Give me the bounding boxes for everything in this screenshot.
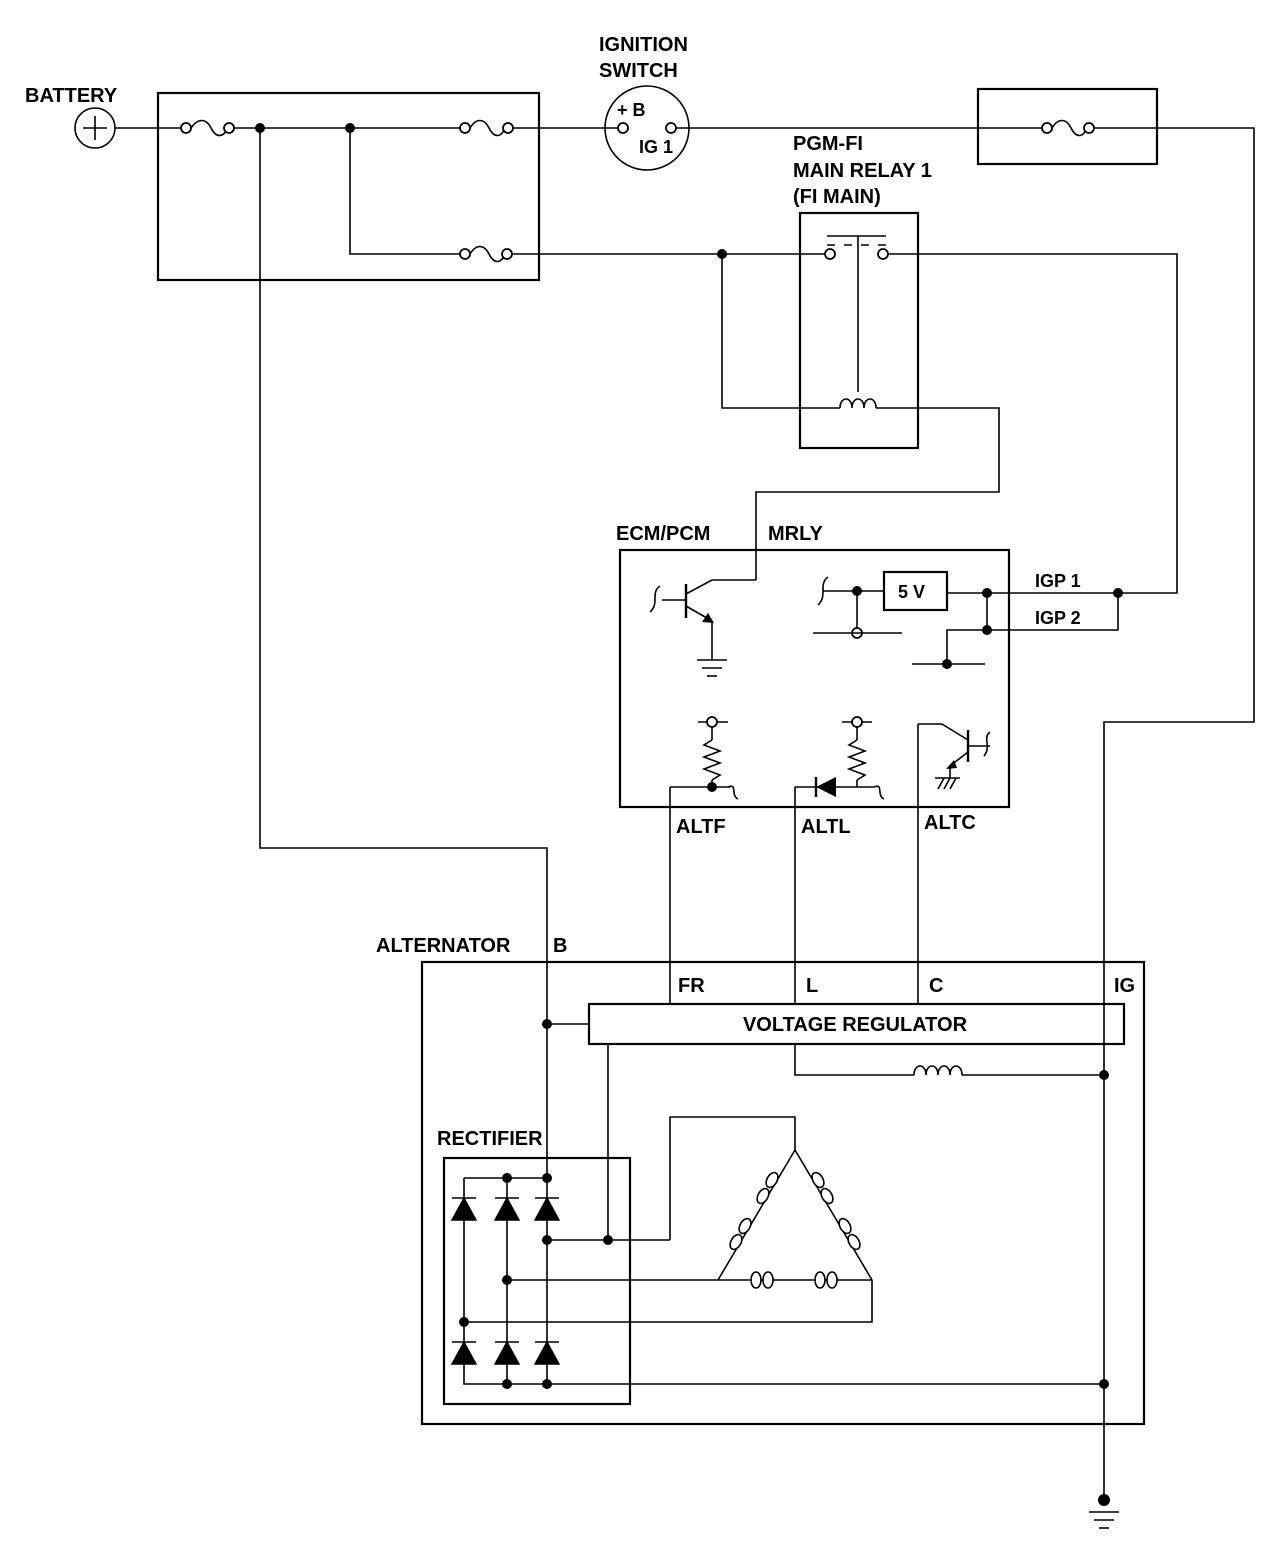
igp2-label: IGP 2: [1035, 608, 1081, 628]
mrly-driver-transistor: [649, 579, 756, 677]
relay-coil: [839, 398, 877, 409]
relay-contacts: [824, 235, 889, 392]
fuse-3: [459, 245, 513, 263]
altl-input-circuit: [794, 716, 885, 1004]
ignition-switch-label-line2: SWITCH: [599, 60, 678, 82]
alternator-b-terminal-label: B: [553, 935, 567, 957]
five-volt-label: 5 V: [898, 582, 925, 602]
mrly-label: MRLY: [768, 523, 823, 545]
five-volt-regulator-box: [882, 570, 949, 612]
pgm-fi-main-relay: [798, 211, 920, 450]
fr-terminal-label: FR: [678, 975, 705, 997]
ig-terminal-label: IG: [1114, 975, 1135, 997]
ignition-ig1-terminal-label: IG 1: [639, 137, 673, 157]
l-terminal-label: L: [806, 975, 818, 997]
rectifier-bridge: [450, 1173, 561, 1389]
fuse-2: [459, 119, 514, 137]
altc-label: ALTC: [924, 812, 976, 834]
c-terminal-label: C: [929, 975, 943, 997]
stator-winding: [717, 1149, 873, 1289]
rectifier-label: RECTIFIER: [437, 1128, 543, 1150]
fuse-box: [156, 91, 541, 282]
rectifier-box: [442, 1156, 632, 1406]
altl-diode: [816, 777, 836, 797]
igp1-label: IGP 1: [1035, 571, 1081, 591]
ecm-pcm-label: ECM/PCM: [616, 523, 710, 545]
battery-symbol: [74, 107, 116, 149]
ground-symbol: [1089, 1494, 1119, 1529]
ecm-pcm-box: [618, 548, 1011, 809]
altf-input-circuit: [669, 716, 739, 1004]
relay-label-line3: (FI MAIN): [793, 186, 881, 208]
ignition-b-terminal-label: + B: [617, 100, 646, 120]
altl-label: ALTL: [801, 816, 851, 838]
relay-label-line2: MAIN RELAY 1: [793, 160, 932, 182]
field-coil: [794, 1044, 1109, 1080]
fuse-1: [180, 119, 235, 137]
voltage-regulator-label: VOLTAGE REGULATOR: [743, 1014, 968, 1036]
altc-output-transistor: [917, 723, 991, 1004]
fuse-4: [1041, 119, 1095, 137]
dash-fuse-box: [976, 87, 1159, 166]
relay-label-line1: PGM-FI: [793, 133, 863, 155]
altf-label: ALTF: [676, 816, 726, 838]
ignition-switch-label-line1: IGNITION: [599, 34, 688, 56]
alternator-label: ALTERNATOR: [376, 935, 511, 957]
five-volt-supply: 5 V: [813, 570, 1123, 669]
alternator-box: [420, 960, 1146, 1426]
battery-label: BATTERY: [25, 85, 118, 107]
